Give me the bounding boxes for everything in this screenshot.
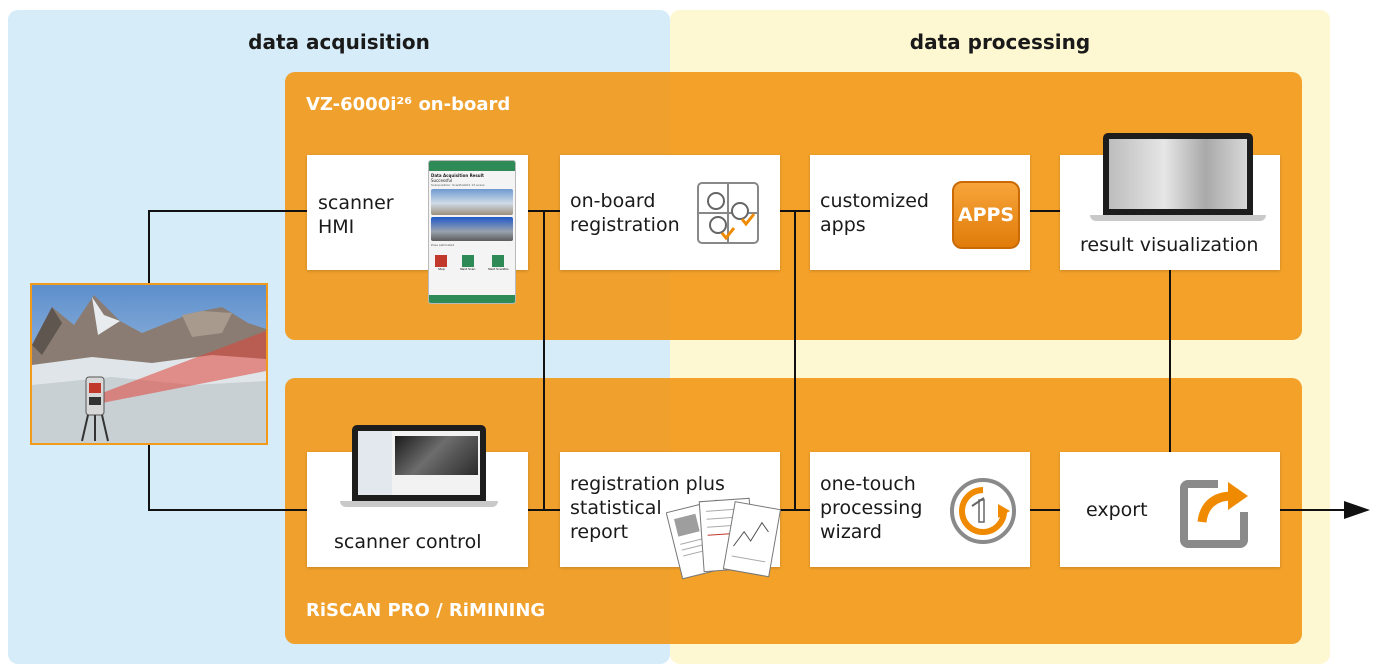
one-touch-wizard-icon [950,478,1016,544]
apps-icon-label: APPS [957,204,1015,226]
card-customized-apps[interactable]: customized apps APPS [810,155,1030,270]
card-registration-report-label: registration plus statistical report [570,473,725,543]
tablet-title: Data Acquisition Result [431,173,484,178]
registration-puzzle-icon [697,182,759,244]
connector-line [543,210,545,511]
output-arrow-line [1280,509,1348,511]
connector-line [148,210,308,212]
tablet-nav-bar [429,295,515,303]
apps-icon: APPS [952,181,1020,249]
card-export-label: export [1086,499,1148,521]
card-onboard-registration-label: on-board registration [570,190,680,236]
laptop-screen-content [1109,139,1247,209]
card-customized-apps-label: customized apps [820,190,929,236]
scanner-field-photo [30,283,268,445]
laptop-screen-content [358,431,480,495]
connector-line [1030,509,1060,511]
tablet-stop-button [435,255,448,267]
tablet-next-scanpos-button [492,255,505,267]
tablet-status: Successful [431,178,453,183]
card-onboard-registration[interactable]: on-board registration [560,155,780,270]
tablet-scan-thumbnail [431,189,513,215]
connector-line [148,509,308,511]
statistical-report-documents-icon [666,497,782,580]
tablet-next-scanpos-label: Next ScanPos [488,267,509,271]
connector-line [148,440,150,510]
hmi-tablet-screenshot: Data Acquisition Result Successful Scanp… [428,160,516,304]
scanner-control-laptop-image [340,425,498,507]
tablet-next-scan-label: Next Scan [460,267,476,271]
card-one-touch-wizard-label: one-touch processing wizard [820,473,923,543]
data-acquisition-title: data acquisition [248,30,430,54]
connector-line [148,210,150,286]
tablet-stop-label: Stop [437,267,445,271]
tablet-meta: Scanposition: ScanPos001 13 scans [431,183,485,187]
onboard-panel-title: VZ-6000i²⁶ on-board [306,94,511,115]
connector-line [1169,270,1171,452]
tablet-next-scan-button [461,255,474,267]
visualization-laptop-image [1090,133,1266,221]
card-result-visualization-label: result visualization [1080,234,1259,256]
card-scanner-hmi-label: scanner HMI [318,192,394,238]
tablet-toolbar [429,161,515,171]
card-scanner-control-label: scanner control [334,531,482,553]
output-arrow-head-icon [1344,501,1370,519]
riscan-panel-title: RiSCAN PRO / RiMINING [306,600,546,621]
card-one-touch-wizard[interactable]: one-touch processing wizard [810,452,1030,567]
connector-line [794,210,796,511]
data-processing-title: data processing [909,30,1091,54]
export-icon [1180,480,1248,548]
connector-line [1030,210,1060,212]
tablet-pose: Pose estimated [431,243,455,247]
card-export[interactable]: export [1060,452,1280,567]
tablet-scan-thumbnail [431,217,513,241]
